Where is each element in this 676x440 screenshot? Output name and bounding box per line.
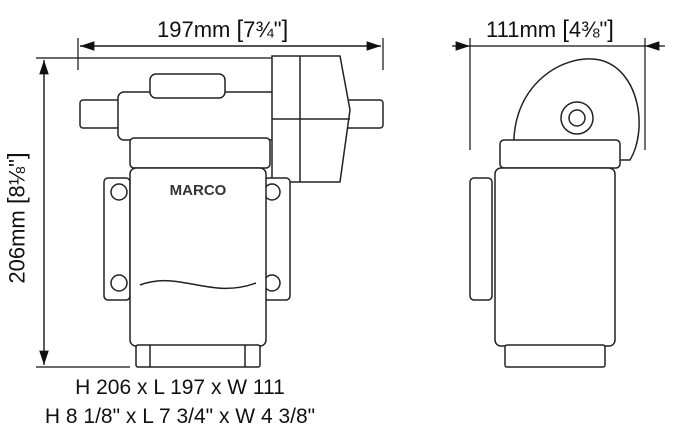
width-dimension-line-front [77,38,384,70]
front-width-mm: 197mm [157,17,231,42]
metric-dimensions: H 206 x L 197 x W 111 [75,376,285,399]
side-width-label: 111mm [4⅜"] [486,16,614,43]
front-width-label: 197mm [7¾"] [157,16,289,43]
height-mm: 206mm [4,210,30,284]
width-dimension-line-side [452,38,665,150]
pump-front-view [79,55,384,368]
height-dimension-line [36,57,300,368]
side-width-mm: 111mm [486,17,557,42]
side-width-inch: 4⅜" [568,17,608,42]
front-width-inch: 7¾" [243,17,282,42]
imperial-dimensions: H 8 1/8" x L 7 3/4" x W 4 3/8" [44,405,316,428]
pump-side-view [469,58,640,368]
marco-logo: MARCO [170,182,227,199]
height-label: 206mm [8⅛"] [3,152,31,284]
height-inch: 8⅛" [4,159,30,198]
